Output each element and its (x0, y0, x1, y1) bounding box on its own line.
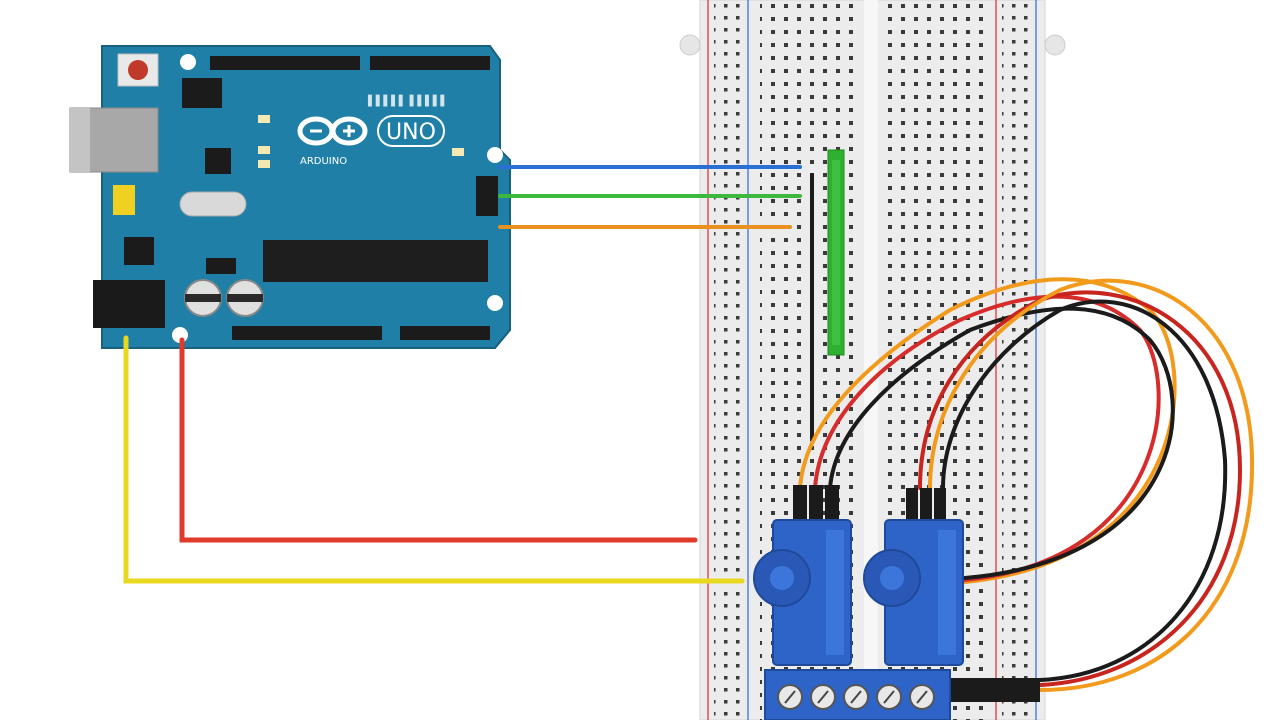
right-power-rail (995, 0, 1037, 720)
screw-terminal-block (764, 669, 951, 720)
led-indicator (452, 148, 464, 156)
fuse (113, 185, 135, 215)
arduino-logo (297, 116, 368, 146)
terminal-screw-slot (784, 690, 796, 704)
microcontroller-chip (263, 240, 488, 282)
servo-motor-2 (863, 519, 964, 666)
wires (123, 165, 1255, 692)
icsp-header (476, 176, 498, 216)
power-analog-header (232, 326, 490, 340)
terminal-screw-slot (883, 690, 895, 704)
terminal-screw-slot (850, 690, 862, 704)
servo2-connector (906, 488, 946, 520)
breadboard (679, 0, 1066, 720)
led-indicator (258, 160, 270, 168)
servo-motor-1 (753, 519, 852, 666)
arduino-uno-board: ▌▌▌▌▌ ▌▌▌▌▌ UNO ARDUINO (69, 45, 511, 349)
mounting-hole (487, 147, 503, 163)
capacitors (184, 279, 264, 317)
terminal-screw-slot (916, 690, 928, 704)
mounting-hole (180, 54, 196, 70)
servo2-black-lead (941, 299, 1228, 682)
mounting-hole (487, 295, 503, 311)
voltage-regulator (124, 237, 154, 265)
wire-yellow-power (123, 335, 745, 584)
small-chip (206, 258, 236, 274)
servo1-red-lead (813, 294, 1161, 582)
digital-header (182, 56, 490, 108)
power-jack (93, 280, 165, 328)
led-indicator (258, 146, 270, 154)
center-channel (864, 0, 878, 720)
servo1-connector (793, 485, 839, 519)
servo1-black-lead (828, 306, 1175, 580)
smd-chip (205, 148, 231, 174)
left-power-rail (707, 0, 749, 720)
led-indicator (258, 115, 270, 123)
servo2-red-lead (918, 290, 1243, 687)
terminal-connector-plug (950, 678, 1040, 702)
wire-red-power (179, 337, 698, 543)
servo1-orange-lead (798, 277, 1177, 584)
servo2-orange-lead (928, 278, 1255, 692)
crystal-oscillator (179, 191, 247, 217)
terminal-screw-slot (817, 690, 829, 704)
board-brand-label: ARDUINO (300, 156, 347, 167)
board-model-label: UNO (386, 120, 436, 145)
digital-pins-silkscreen: ▌▌▌▌▌ ▌▌▌▌▌ (367, 94, 448, 107)
